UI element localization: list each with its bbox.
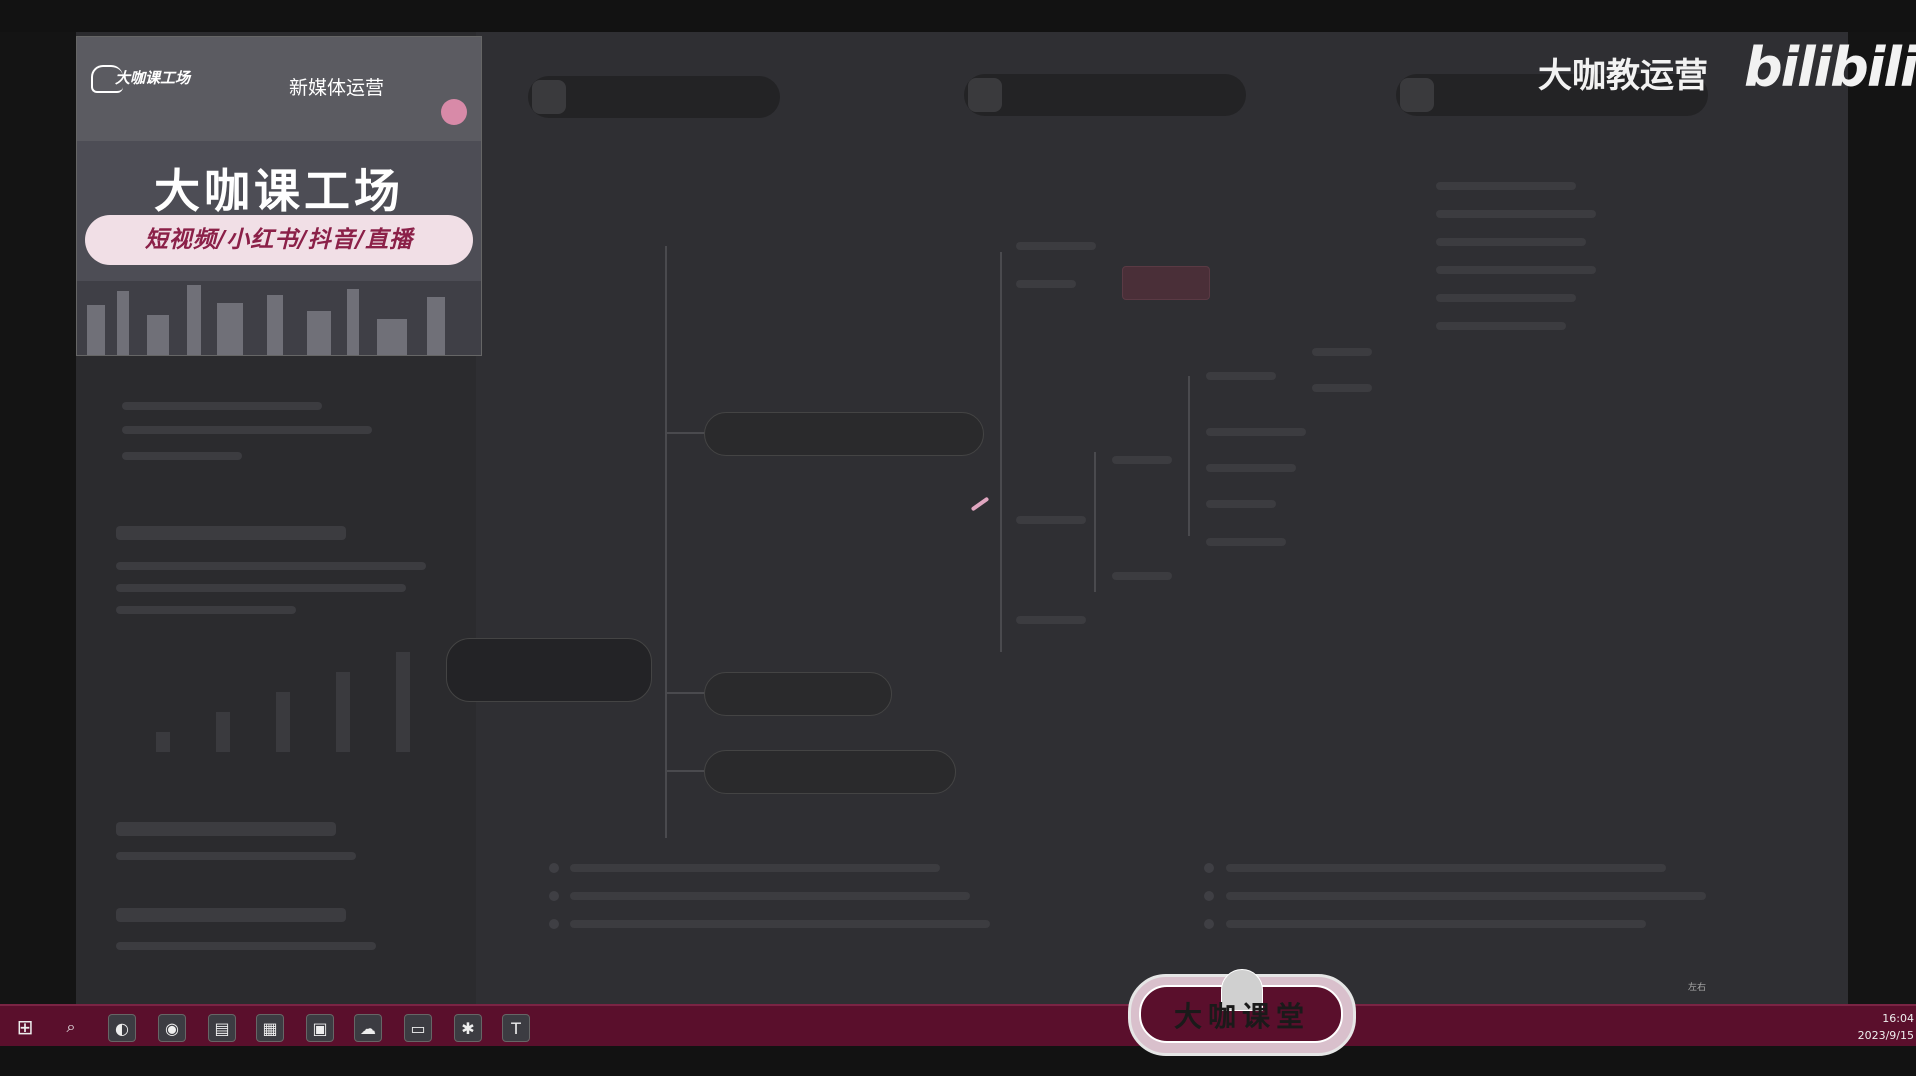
toolbar-pill-2[interactable] bbox=[964, 74, 1246, 116]
ghost-node bbox=[1016, 516, 1086, 524]
ghost-node bbox=[1206, 538, 1286, 546]
fan-icon bbox=[1221, 969, 1263, 1011]
bilibili-logo: bilibili bbox=[1744, 36, 1916, 99]
promo-header bbox=[77, 37, 481, 141]
start-icon[interactable]: ⊞ bbox=[16, 1015, 34, 1039]
doc-icon[interactable]: ▦ bbox=[256, 1014, 284, 1042]
ghost-text bbox=[116, 942, 376, 950]
ghost-node bbox=[1206, 372, 1276, 380]
ghost-node bbox=[1206, 428, 1306, 436]
center-logo-badge: 大咖课堂 bbox=[1128, 969, 1356, 1056]
cloud-icon[interactable]: ☁ bbox=[354, 1014, 382, 1042]
ghost-node bbox=[1016, 616, 1086, 624]
clock-date: 2023/9/15 bbox=[1857, 1029, 1914, 1042]
clock-time: 16:04 bbox=[1882, 1012, 1914, 1025]
bullet bbox=[549, 919, 559, 929]
mindmap-branch-3[interactable] bbox=[704, 750, 956, 794]
app-icon bbox=[1400, 78, 1434, 112]
ghost-text bbox=[116, 852, 356, 860]
explorer-icon[interactable]: ▭ bbox=[404, 1014, 432, 1042]
ghost-text bbox=[116, 606, 296, 614]
chart-bar bbox=[396, 652, 410, 752]
ghost-heading bbox=[116, 822, 336, 836]
promo-subtitle: 短视频/小红书/抖音/直播 bbox=[85, 215, 473, 265]
badge-text: 大咖课堂 bbox=[1173, 1000, 1310, 1033]
ghost-node bbox=[1206, 464, 1296, 472]
ghost-text bbox=[570, 892, 970, 900]
ghost-text bbox=[1436, 322, 1566, 330]
chrome-icon[interactable]: ◉ bbox=[158, 1014, 186, 1042]
ghost-text bbox=[122, 402, 322, 410]
ghost-text bbox=[116, 584, 406, 592]
text-icon[interactable]: T bbox=[502, 1014, 530, 1042]
tiktok-icon bbox=[968, 78, 1002, 112]
promo-tagline: 新媒体运营 bbox=[289, 77, 385, 99]
top-black-bar bbox=[0, 0, 1916, 32]
ghost-text bbox=[1226, 864, 1666, 872]
ghost-text bbox=[1436, 238, 1586, 246]
highlight-box bbox=[1122, 266, 1210, 300]
tiktok-icon bbox=[532, 80, 566, 114]
connector bbox=[665, 432, 705, 434]
bullet bbox=[1204, 891, 1214, 901]
edge-icon[interactable]: ◐ bbox=[108, 1014, 136, 1042]
ghost-text bbox=[1436, 294, 1576, 302]
mindmap-root-node[interactable] bbox=[446, 638, 652, 702]
ghost-node bbox=[1206, 500, 1276, 508]
system-clock[interactable]: 16:04 2023/9/15 bbox=[1858, 1010, 1914, 1044]
ghost-text bbox=[1436, 266, 1596, 274]
mindmap-subtrunk bbox=[1000, 252, 1002, 652]
toolbar-pill-3[interactable] bbox=[1396, 74, 1708, 116]
small-label: 左右 bbox=[1688, 983, 1707, 993]
ghost-heading bbox=[116, 526, 346, 540]
promo-dot bbox=[441, 99, 467, 125]
promo-logo-text: 大咖课工场 bbox=[115, 69, 191, 87]
bullet bbox=[1204, 863, 1214, 873]
mindmap-branch-1[interactable] bbox=[704, 412, 984, 456]
ghost-text bbox=[1436, 210, 1596, 218]
promo-title: 大咖课工场 bbox=[154, 164, 404, 218]
ghost-text bbox=[570, 920, 990, 928]
connector bbox=[1094, 452, 1096, 592]
search-icon[interactable]: ⌕ bbox=[66, 1017, 76, 1036]
ghost-text bbox=[122, 426, 372, 434]
city-skyline-image bbox=[77, 281, 481, 355]
ghost-text bbox=[1226, 920, 1646, 928]
ghost-node bbox=[1312, 384, 1372, 392]
connector bbox=[665, 692, 705, 694]
pointer-cursor bbox=[970, 496, 990, 512]
chart-bar bbox=[216, 712, 230, 752]
ghost-node bbox=[1016, 242, 1096, 250]
ghost-text bbox=[570, 864, 940, 872]
chart-bar bbox=[276, 692, 290, 752]
ghost-text bbox=[122, 452, 242, 460]
ghost-node bbox=[1112, 456, 1172, 464]
bullet bbox=[1204, 919, 1214, 929]
ghost-node bbox=[1312, 348, 1372, 356]
tool-icon[interactable]: ✱ bbox=[454, 1014, 482, 1042]
bullet bbox=[549, 891, 559, 901]
toolbar-pill-1[interactable] bbox=[528, 76, 780, 118]
media-icon[interactable]: ▣ bbox=[306, 1014, 334, 1042]
files-icon[interactable]: ▤ bbox=[208, 1014, 236, 1042]
connector bbox=[1188, 376, 1190, 536]
ghost-node bbox=[1112, 572, 1172, 580]
bullet bbox=[549, 863, 559, 873]
bottom-black-bar bbox=[0, 1046, 1916, 1076]
ghost-node bbox=[1016, 280, 1076, 288]
connector bbox=[665, 770, 705, 772]
chart-bar bbox=[156, 732, 170, 752]
ghost-text bbox=[116, 562, 426, 570]
windows-taskbar: ⊞ ⌕ ◐ ◉ ▤ ▦ ▣ ☁ ▭ ✱ T 16:04 2023/9/15 bbox=[0, 1004, 1916, 1048]
ghost-text bbox=[1436, 182, 1576, 190]
mindmap-branch-2[interactable] bbox=[704, 672, 892, 716]
channel-watermark: 大咖教运营 bbox=[1538, 56, 1708, 96]
cloud-logo-icon bbox=[91, 65, 123, 93]
chart-bar bbox=[336, 672, 350, 752]
ghost-text bbox=[1226, 892, 1706, 900]
ghost-heading bbox=[116, 908, 346, 922]
mindmap-trunk bbox=[665, 246, 667, 838]
promo-card: 大咖课工场 新媒体运营 大咖课工场 短视频/小红书/抖音/直播 bbox=[76, 36, 482, 356]
